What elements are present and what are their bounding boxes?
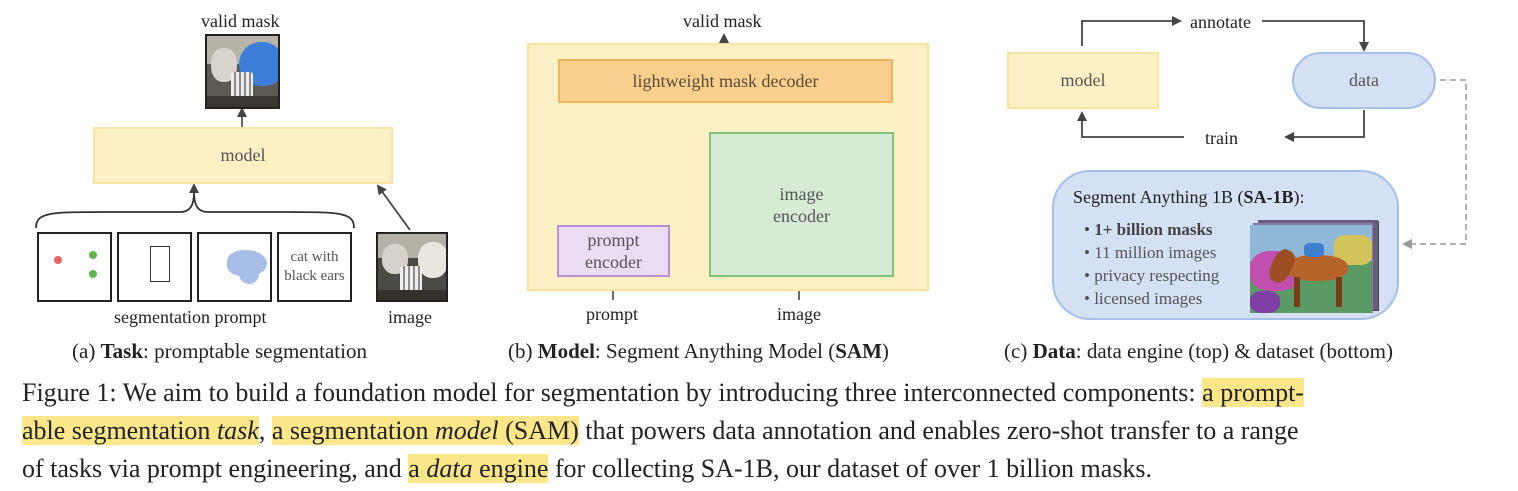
- text-prompt: cat with black ears: [277, 232, 352, 302]
- loop-annotate-down: [1262, 20, 1369, 52]
- caption-hl3-a: a: [408, 454, 427, 483]
- model-box-c: model: [1007, 52, 1159, 109]
- box-prompt: [117, 232, 192, 302]
- model-label-a: model: [220, 145, 266, 165]
- valid-mask-label-b: valid mask: [683, 11, 762, 31]
- dataset-title-post: ):: [1293, 187, 1305, 207]
- bullet-dot: •: [1084, 289, 1095, 308]
- image-encoder-line1: image: [779, 183, 824, 204]
- bullet-licensed: licensed images: [1094, 289, 1203, 308]
- caption-a-rest: : promptable segmentation: [143, 339, 367, 363]
- train-label: train: [1205, 128, 1238, 148]
- highlight-task-part1: a prompt-: [1202, 378, 1304, 407]
- dataset-bullet: • 11 million images: [1084, 244, 1216, 261]
- caption-lead: Figure 1: We aim to build a foundation m…: [22, 378, 1203, 407]
- data-box: data: [1292, 52, 1436, 109]
- caption-hl1-b: able segmentation: [22, 416, 217, 445]
- bullet-million-images: 11 million images: [1094, 243, 1217, 262]
- caption-data-italic: data: [426, 454, 473, 483]
- caption-c-rest: : data engine (top) & dataset (bottom): [1075, 339, 1393, 363]
- caption-line-2: able segmentation task, a segmentation m…: [22, 412, 1502, 450]
- negative-point-icon: [54, 256, 62, 264]
- caption-line-1: Figure 1: We aim to build a foundation m…: [22, 374, 1502, 412]
- caption-b-bold2: SAM: [835, 339, 882, 363]
- dataset-bullet: • 1+ billion masks: [1084, 221, 1213, 238]
- bullet-dot: •: [1084, 266, 1095, 285]
- image-encoder-box: image encoder: [709, 132, 894, 277]
- caption-mid: that powers data annotation and enables …: [578, 416, 1299, 445]
- mask-decoder-box: lightweight mask decoder: [558, 59, 893, 103]
- dataset-title-bold: SA-1B: [1243, 187, 1294, 207]
- prompt-brace: [35, 191, 355, 229]
- point-prompt: [37, 232, 112, 302]
- caption-tail: for collecting SA-1B, our dataset of ove…: [548, 454, 1153, 483]
- mask-decoder-label: lightweight mask decoder: [632, 70, 819, 91]
- highlight-data-engine: a data engine: [408, 454, 549, 483]
- caption-hl2-a: a segmentation: [271, 416, 436, 445]
- valid-mask-image-a: [205, 34, 280, 109]
- caption-a-prefix: (a): [72, 339, 101, 363]
- segmentation-prompt-label: segmentation prompt: [114, 307, 267, 327]
- model-box-a: model: [93, 127, 393, 184]
- caption-line-3: of tasks via prompt engineering, and a d…: [22, 450, 1502, 488]
- caption-b: (b) Model: Segment Anything Model (SAM): [508, 341, 889, 362]
- input-image-a: [376, 232, 448, 302]
- caption-c-bold: Data: [1032, 339, 1076, 363]
- caption-b-end: ): [881, 339, 889, 363]
- caption-c: (c) Data: data engine (top) & dataset (b…: [1004, 341, 1393, 362]
- positive-point-icon: [89, 251, 97, 259]
- dataset-title-pre: Segment Anything 1B (: [1073, 187, 1244, 207]
- caption-a: (a) Task: promptable segmentation: [72, 341, 367, 362]
- figure-caption: Figure 1: We aim to build a foundation m…: [22, 374, 1502, 488]
- caption-line3-a: of tasks via prompt engineering, and: [22, 454, 409, 483]
- sa1b-dataset-card: Segment Anything 1B (SA-1B): • 1+ billio…: [1052, 170, 1399, 320]
- loop-annotate-arrow: [1081, 16, 1182, 46]
- bullet-privacy: privacy respecting: [1094, 266, 1220, 285]
- loop-train-up: [1077, 111, 1184, 138]
- mask-prompt: [197, 232, 272, 302]
- arrow-image-to-model-a: [376, 184, 411, 231]
- bullet-dot: •: [1084, 220, 1095, 239]
- caption-a-bold: Task: [100, 339, 143, 363]
- prompt-encoder-box: prompt encoder: [557, 225, 670, 277]
- annotate-label: annotate: [1190, 12, 1251, 32]
- text-prompt-line2: black ears: [284, 268, 345, 284]
- model-label-c: model: [1060, 70, 1106, 90]
- caption-b-prefix: (b): [508, 339, 538, 363]
- caption-task-italic: task: [216, 416, 259, 445]
- dataset-title: Segment Anything 1B (SA-1B):: [1073, 188, 1305, 206]
- image-input-label-b: image: [777, 304, 821, 324]
- dataset-bullet: • licensed images: [1084, 290, 1202, 307]
- dashed-data-to-dataset: [1402, 79, 1467, 249]
- caption-hl2-b: (SAM): [498, 416, 579, 445]
- positive-point-icon: [89, 270, 97, 278]
- caption-model-italic: model: [435, 416, 499, 445]
- data-label: data: [1349, 70, 1379, 90]
- prompt-input-label: prompt: [586, 304, 638, 324]
- bounding-box-icon: [150, 246, 170, 282]
- caption-c-prefix: (c): [1004, 339, 1033, 363]
- bullet-dot: •: [1084, 243, 1095, 262]
- loop-train-arrow: [1284, 110, 1365, 142]
- caption-b-mid: : Segment Anything Model (: [594, 339, 836, 363]
- caption-b-bold: Model: [537, 339, 595, 363]
- caption-hl3-b: engine: [472, 454, 549, 483]
- prompt-encoder-line1: prompt: [587, 230, 640, 250]
- caption-sep1: ,: [258, 416, 272, 445]
- highlight-task-part2: able segmentation task: [22, 416, 259, 445]
- valid-mask-label-a: valid mask: [201, 11, 280, 31]
- text-prompt-line1: cat with: [290, 249, 339, 265]
- highlight-model: a segmentation model (SAM): [271, 416, 579, 445]
- bullet-billion-masks: 1+ billion masks: [1094, 220, 1213, 239]
- dataset-bullet: • privacy respecting: [1084, 267, 1219, 284]
- dataset-thumbnail-horse: [1250, 225, 1372, 313]
- image-encoder-line2: encoder: [773, 205, 830, 226]
- image-label-a: image: [388, 307, 432, 327]
- prompt-encoder-line2: encoder: [585, 252, 642, 272]
